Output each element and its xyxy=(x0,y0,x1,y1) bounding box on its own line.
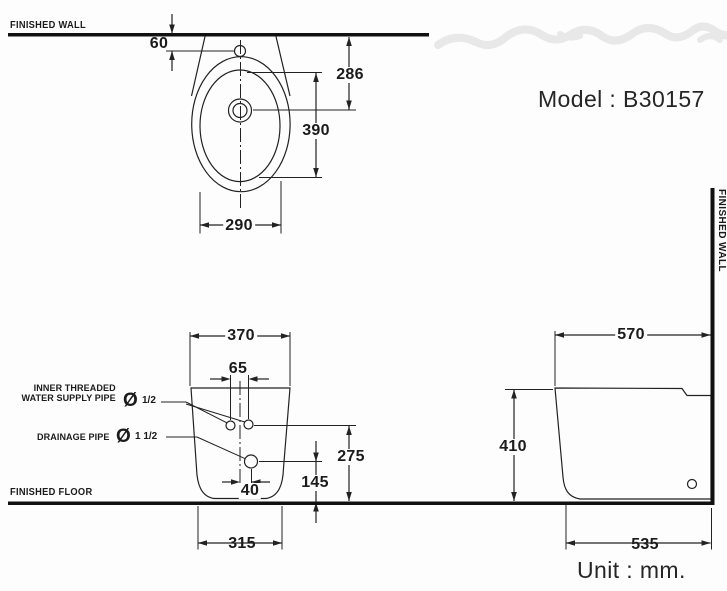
finished-wall-top-label: FINISHED WALL xyxy=(10,20,86,31)
front-body-outline xyxy=(190,387,291,500)
front-drain-hole xyxy=(243,454,259,469)
finished-wall-right-label: FINISHED WALL xyxy=(716,189,727,272)
wall-line-top xyxy=(8,33,429,37)
dim-supply-spacing: 65 xyxy=(228,360,248,377)
model-title: Model : B30157 xyxy=(538,86,705,112)
supply-diameter-value: 1/2 xyxy=(142,395,156,406)
leader-lines xyxy=(161,401,246,460)
front-supply-hole-left xyxy=(225,420,236,431)
side-view xyxy=(505,331,712,550)
side-body-outline xyxy=(554,387,712,500)
supply-diameter-icon: Ø xyxy=(123,390,138,411)
supply-pipe-label-line1: INNER THREADED xyxy=(33,383,116,394)
supply-pipe-label-line2: WATER SUPPLY PIPE xyxy=(21,393,116,404)
plan-view xyxy=(166,14,356,234)
dim-body-width: 370 xyxy=(225,327,257,344)
dim-supply-height: 275 xyxy=(335,448,367,465)
plan-drain-outer xyxy=(227,98,253,123)
watermark xyxy=(434,22,727,50)
dim-base-width: 315 xyxy=(228,535,256,552)
drain-pipe-label: DRAINAGE PIPE xyxy=(37,432,110,443)
dim-depth: 570 xyxy=(615,326,647,343)
dim-drain-offset: 40 xyxy=(238,482,262,499)
wall-line-right xyxy=(710,188,715,505)
dim-wall-to-drain: 286 xyxy=(334,66,366,83)
floor-line xyxy=(8,501,715,505)
dim-drain-height: 145 xyxy=(299,474,331,491)
front-supply-hole-right xyxy=(243,419,254,430)
supply-pipe-label: INNER THREADED WATER SUPPLY PIPE xyxy=(15,384,116,404)
dim-height: 410 xyxy=(497,438,529,455)
dim-bowl-length: 390 xyxy=(300,122,332,139)
dim-bowl-width: 290 xyxy=(223,217,255,234)
unit-label: Unit : mm. xyxy=(577,557,686,583)
front-view xyxy=(161,332,356,550)
side-fixing-hole xyxy=(686,478,698,490)
drain-diameter-value: 1 1/2 xyxy=(135,431,158,442)
drain-diameter-icon: Ø xyxy=(116,426,131,447)
finished-floor-label: FINISHED FLOOR xyxy=(10,487,93,498)
dim-wall-to-hole: 60 xyxy=(149,35,169,52)
dim-base-depth: 535 xyxy=(631,536,659,553)
